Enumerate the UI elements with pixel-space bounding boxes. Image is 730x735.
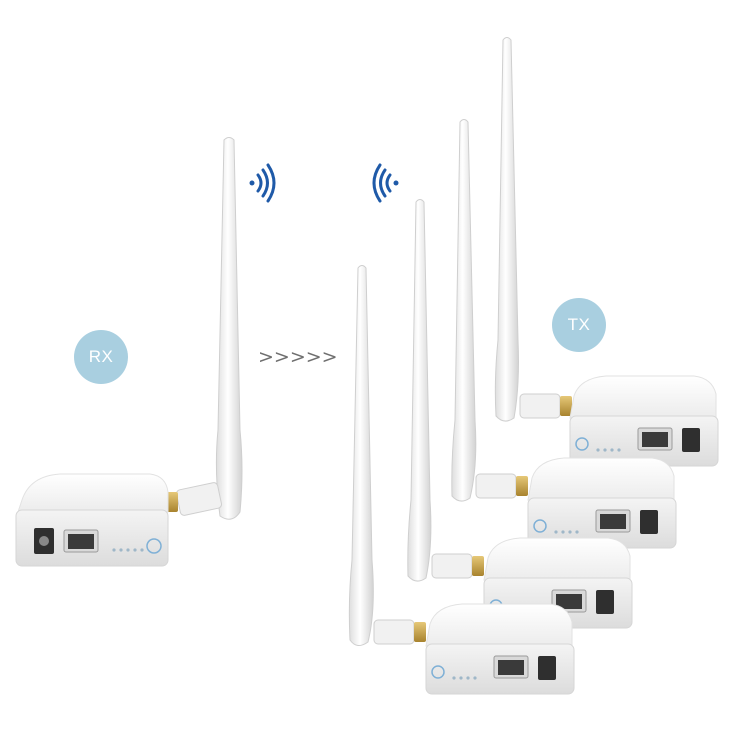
rx-device (15, 473, 169, 567)
tx-badge: TX (552, 298, 606, 352)
rx-antenna (162, 137, 243, 520)
tx-device-1 (569, 375, 719, 467)
rx-label: RX (88, 347, 114, 366)
wifi-signal-icon-left (372, 163, 399, 203)
tx-antenna-1 (494, 37, 572, 422)
wifi-signal-icon-right (249, 163, 276, 203)
arrow-chevrons-icon: >>>>> (258, 346, 338, 368)
tx-device-2 (527, 457, 677, 549)
tx-label: TX (567, 315, 591, 334)
tx-device-4 (425, 603, 575, 695)
tx-antenna-2 (451, 119, 528, 502)
tx-antenna-4 (348, 265, 426, 646)
tx-antenna-3 (407, 199, 484, 582)
rx-badge: RX (74, 330, 128, 384)
